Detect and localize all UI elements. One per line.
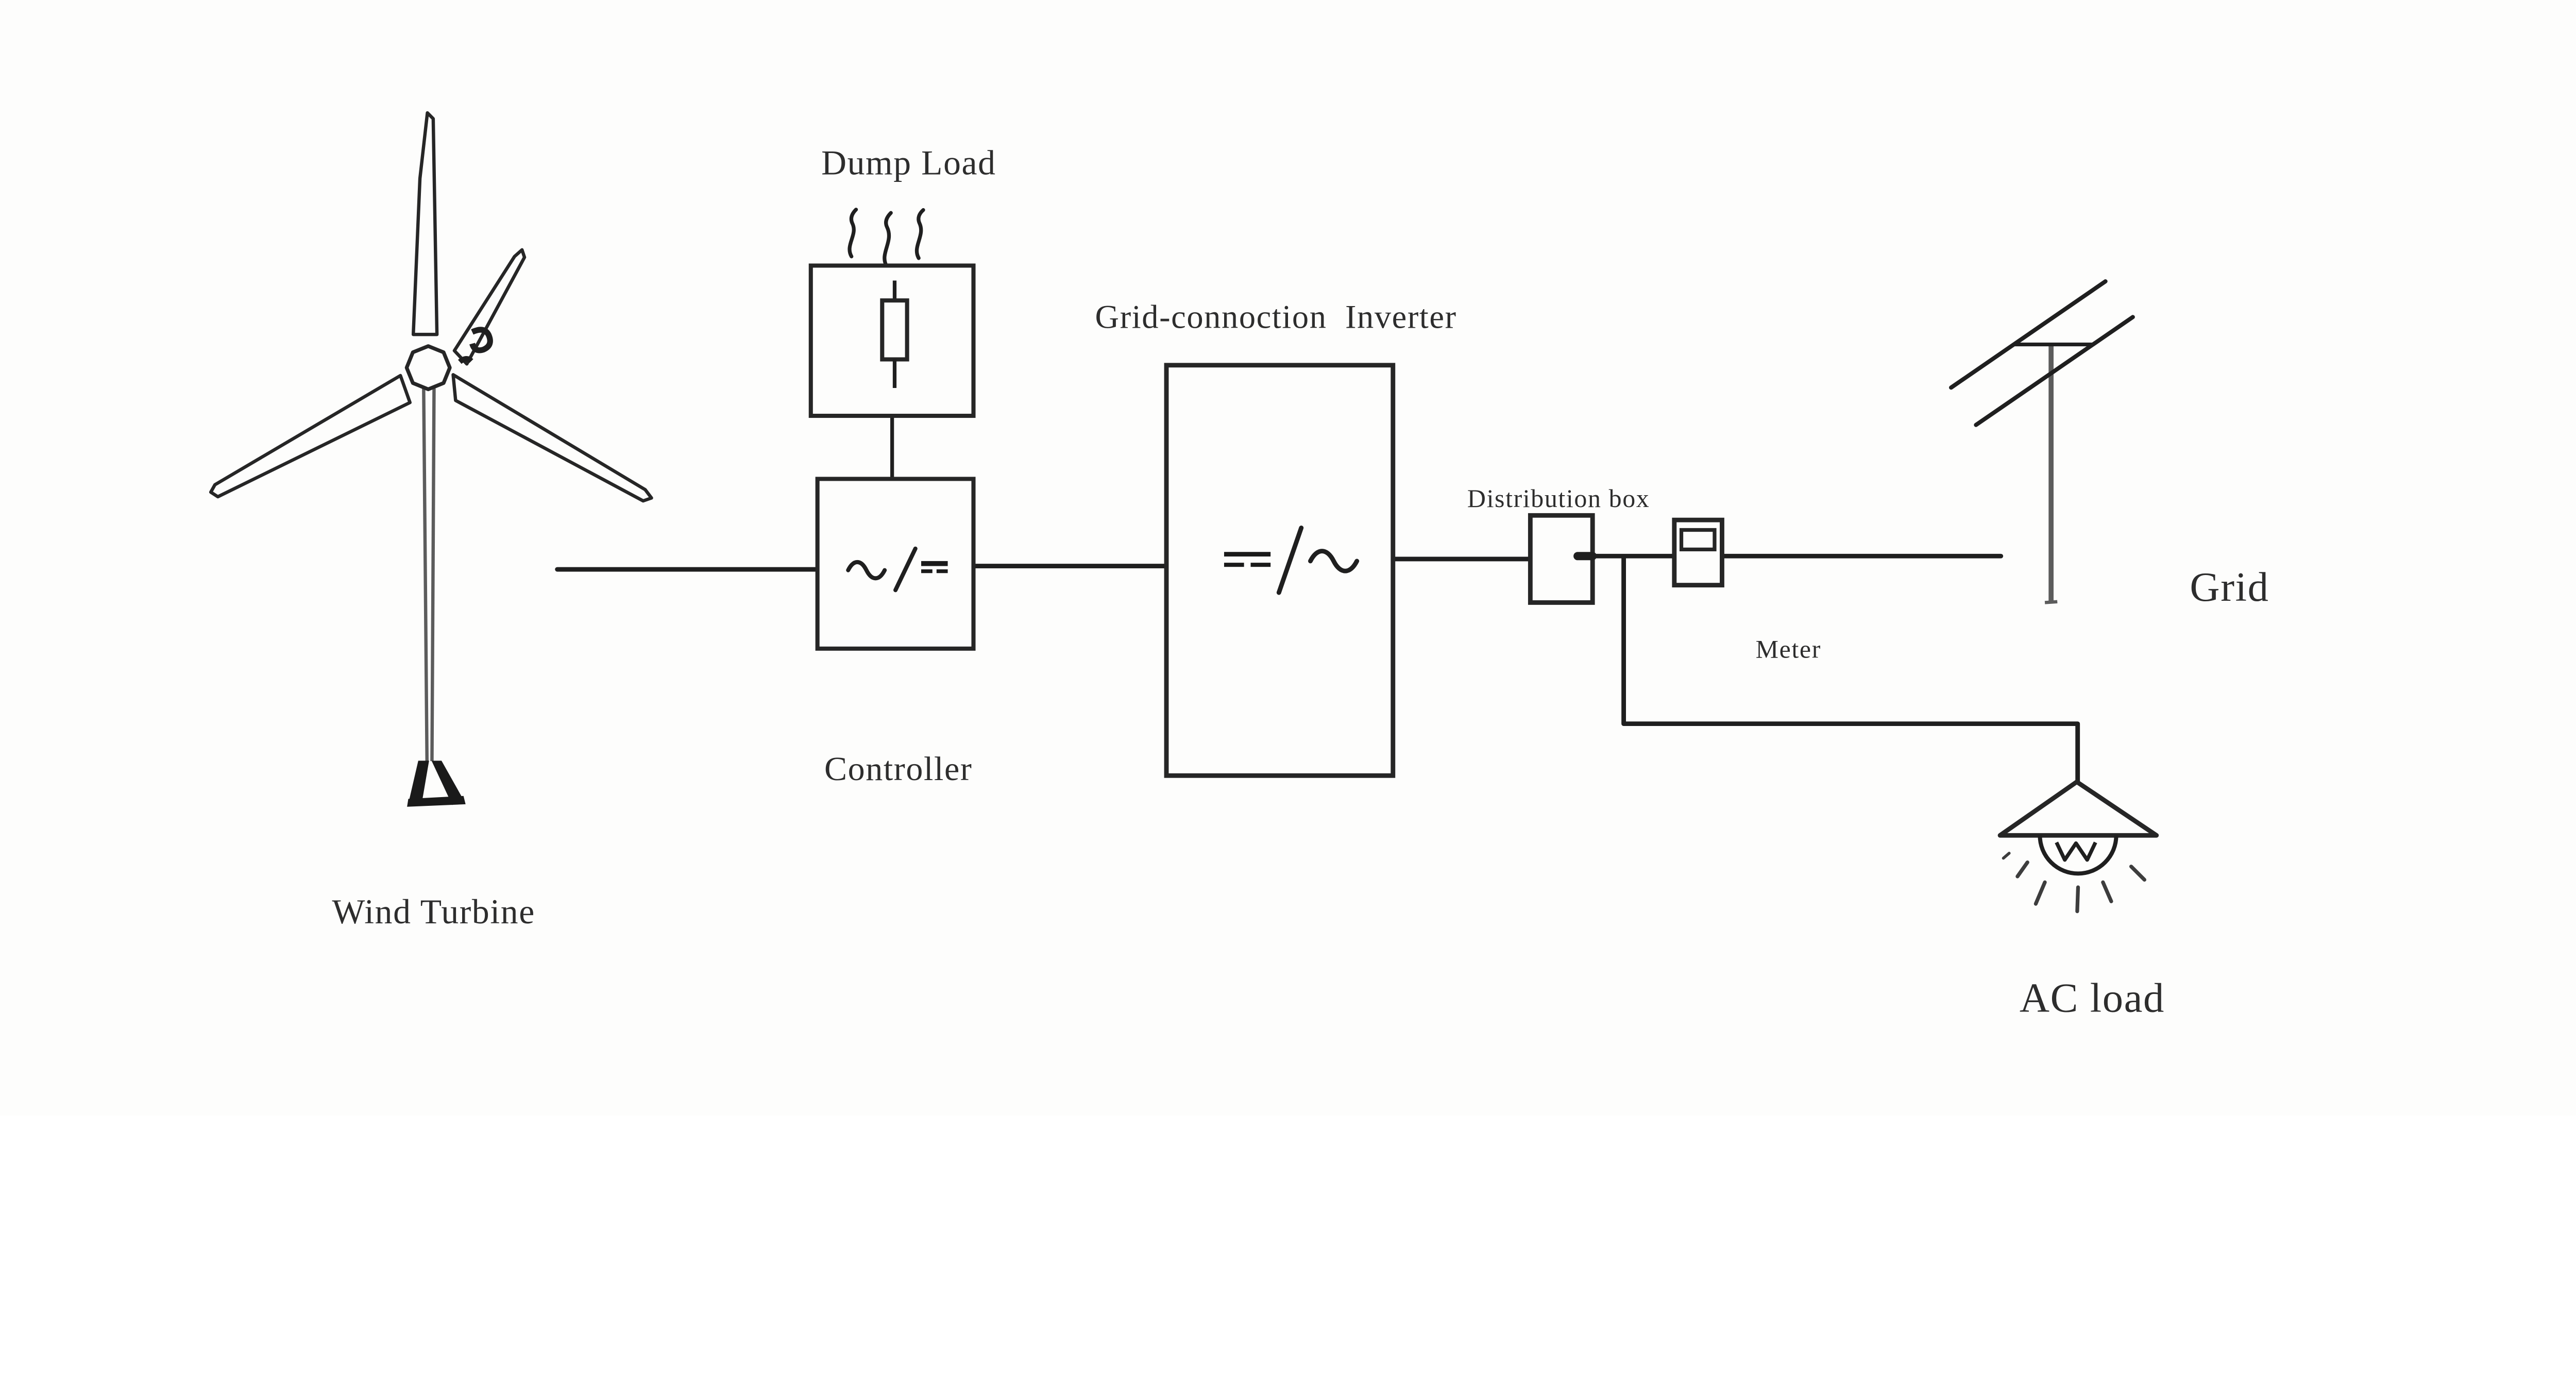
dump-load bbox=[808, 208, 976, 418]
pole-lower-crossarm bbox=[1974, 315, 2135, 427]
ac-sine-glyph bbox=[846, 560, 887, 581]
turbine-base-foot bbox=[407, 796, 466, 807]
dump-load-label: Dump Load bbox=[821, 143, 996, 182]
wind-power-system-diagram: Wind Turbine Dump Load Controller bbox=[209, 111, 2269, 1021]
turbine-tower-left-line bbox=[422, 388, 429, 762]
turbine-blade-right bbox=[451, 373, 653, 503]
pole-upper-crossarm bbox=[1949, 279, 2108, 390]
ac-load-label: AC load bbox=[2020, 975, 2165, 1021]
controller-box bbox=[815, 477, 976, 651]
converter-slash bbox=[1276, 526, 1304, 595]
dc-dash-left bbox=[1224, 563, 1244, 567]
turbine-base-right-leg bbox=[431, 761, 463, 805]
controller-label: Controller bbox=[824, 750, 973, 788]
lamp-filament bbox=[2055, 841, 2097, 862]
lamp-bulb bbox=[2038, 835, 2119, 876]
light-ray-3 bbox=[2075, 885, 2080, 914]
inverter-label: Grid-connoction Inverter bbox=[1095, 298, 1457, 335]
pole-foot bbox=[2044, 600, 2058, 604]
distribution-box-label: Distribution box bbox=[1467, 484, 1650, 513]
dc-solid-bar bbox=[921, 561, 948, 566]
wires bbox=[555, 416, 2080, 784]
ac-sine-glyph bbox=[1308, 549, 1360, 573]
dc-dash-left bbox=[921, 569, 933, 573]
lamp-icon bbox=[1997, 779, 2159, 914]
light-ray-1 bbox=[2015, 860, 2029, 879]
diagram-canvas: Wind Turbine Dump Load Controller bbox=[209, 111, 2269, 1021]
turbine-hub bbox=[404, 344, 452, 392]
light-fleck-left bbox=[2002, 852, 2011, 860]
wind-turbine-label: Wind Turbine bbox=[332, 892, 535, 931]
turbine-blade-top bbox=[411, 111, 439, 336]
turbine-blade-left bbox=[209, 374, 412, 499]
inverter-box bbox=[1164, 363, 1396, 778]
heat-wave-3 bbox=[914, 208, 925, 260]
heat-waves-icon bbox=[848, 208, 925, 268]
heat-wave-2 bbox=[883, 211, 893, 268]
dc-solid-bar bbox=[1224, 552, 1271, 557]
grid-label: Grid bbox=[2190, 564, 2269, 610]
meter-display bbox=[1679, 528, 1717, 551]
resistor-body bbox=[880, 298, 909, 362]
dc-dash-right bbox=[1250, 563, 1271, 567]
wire-branch-to-ac-load bbox=[1621, 556, 2080, 784]
lamp-shade bbox=[1997, 779, 2159, 838]
turbine-base-left-leg bbox=[409, 761, 429, 804]
meter-icon bbox=[1672, 517, 1724, 588]
light-ray-4 bbox=[2101, 880, 2113, 903]
turbine-nacelle-scribble bbox=[469, 327, 493, 353]
turbine-nacelle-scribble-small bbox=[457, 356, 473, 364]
power-pole-icon bbox=[1949, 279, 2135, 604]
meter-label: Meter bbox=[1756, 635, 1821, 664]
inverter bbox=[1164, 363, 1396, 778]
resistor-icon bbox=[880, 280, 909, 389]
wind-turbine-icon bbox=[209, 111, 653, 807]
ac-to-dc-symbol-icon bbox=[846, 546, 948, 593]
dc-to-ac-symbol-icon bbox=[1224, 526, 1360, 595]
converter-slash bbox=[893, 546, 918, 593]
light-ray-5 bbox=[2129, 865, 2146, 882]
distribution-box bbox=[1528, 513, 1597, 605]
turbine-tower-right-line bbox=[430, 388, 436, 762]
controller bbox=[815, 477, 976, 651]
light-ray-2 bbox=[2033, 880, 2047, 906]
light-rays-icon bbox=[2002, 852, 2146, 914]
dc-dash-right bbox=[936, 569, 948, 573]
heat-wave-1 bbox=[848, 208, 858, 259]
